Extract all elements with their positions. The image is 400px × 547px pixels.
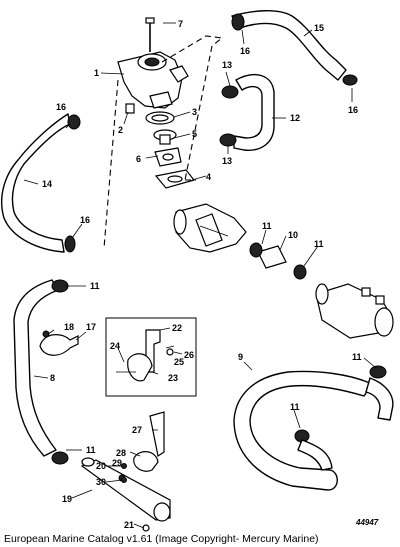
hose-clamp xyxy=(293,264,307,280)
callout-18: 18 xyxy=(64,322,74,332)
callout-8: 8 xyxy=(50,373,55,383)
callout-22: 22 xyxy=(172,323,182,333)
callout-11b: 11 xyxy=(314,239,324,249)
callout-13b: 13 xyxy=(222,156,232,166)
callout-11d: 11 xyxy=(352,352,362,362)
callout-11e: 11 xyxy=(290,402,300,412)
callout-24: 24 xyxy=(110,341,120,351)
hose-clamp xyxy=(342,74,358,86)
stud-bolt xyxy=(145,17,155,52)
hose-clamp xyxy=(51,279,69,293)
cover-gasket xyxy=(154,169,196,189)
callout-29: 29 xyxy=(112,458,122,468)
callout-11a: 11 xyxy=(262,221,272,231)
callout-11f: 11 xyxy=(86,445,96,455)
callout-28: 28 xyxy=(116,448,126,458)
callout-16c: 16 xyxy=(348,105,358,115)
hose-clamp xyxy=(64,235,76,253)
hose-clamp xyxy=(67,114,81,130)
callout-16d: 16 xyxy=(80,215,90,225)
hose-clamp xyxy=(51,451,69,465)
hose-clamp xyxy=(369,365,387,379)
callout-15: 15 xyxy=(314,23,324,33)
hose-9-outlet xyxy=(297,439,333,471)
callout-27: 27 xyxy=(132,425,142,435)
hose-clamp xyxy=(231,13,245,31)
mounting-bracket xyxy=(116,329,174,382)
hose-clamp-18 xyxy=(39,330,79,356)
assembly-guide-line xyxy=(103,35,224,249)
fastener-30 xyxy=(121,477,127,483)
callout-4: 4 xyxy=(206,172,211,182)
callout-labels: 1 2 3 4 5 6 7 8 9 10 11 11 11 11 11 11 1… xyxy=(42,19,362,530)
hose-8 xyxy=(13,279,59,457)
callout-10: 10 xyxy=(288,230,298,240)
hose-clamp xyxy=(219,133,237,147)
callout-30: 30 xyxy=(96,477,106,487)
callout-13a: 13 xyxy=(222,60,232,70)
callout-25: 25 xyxy=(174,357,184,367)
leader-lines xyxy=(23,22,377,529)
callout-14: 14 xyxy=(42,179,52,189)
callout-17: 17 xyxy=(86,322,96,332)
heat-exchanger xyxy=(315,283,394,339)
callout-7: 7 xyxy=(178,19,183,29)
callout-21: 21 xyxy=(124,520,134,530)
detail-box xyxy=(105,317,197,397)
thermostat-cover xyxy=(154,147,182,167)
callout-20: 20 xyxy=(96,461,106,471)
callout-6: 6 xyxy=(136,154,141,164)
thermostat xyxy=(153,129,177,145)
hose-9 xyxy=(233,370,373,491)
callout-5: 5 xyxy=(192,129,197,139)
callout-2: 2 xyxy=(118,125,123,135)
hose-clamp xyxy=(221,85,239,99)
callout-3: 3 xyxy=(192,107,197,117)
hose-9-upper-bend xyxy=(365,377,394,421)
thermostat-gasket xyxy=(145,111,175,125)
callout-9: 9 xyxy=(238,352,243,362)
hose-clamp xyxy=(249,242,263,258)
water-pump xyxy=(173,203,247,253)
coupler-sleeve xyxy=(249,242,307,280)
callout-23: 23 xyxy=(168,373,178,383)
callout-16b: 16 xyxy=(56,102,66,112)
hose-14 xyxy=(1,113,71,253)
callout-11c: 11 xyxy=(90,281,100,291)
document-number: 44947 xyxy=(356,518,379,527)
plug-fitting xyxy=(125,103,135,114)
callout-12: 12 xyxy=(290,113,300,123)
callout-19: 19 xyxy=(62,494,72,504)
fastener-29 xyxy=(121,463,127,469)
thermostat-housing xyxy=(117,51,189,109)
bracket-27-28 xyxy=(133,411,165,472)
callout-1: 1 xyxy=(94,68,99,78)
callout-16a: 16 xyxy=(240,46,250,56)
callout-26: 26 xyxy=(184,350,194,360)
hose-12 xyxy=(233,73,275,151)
footer-caption: European Marine Catalog v1.61 (Image Cop… xyxy=(4,533,319,545)
